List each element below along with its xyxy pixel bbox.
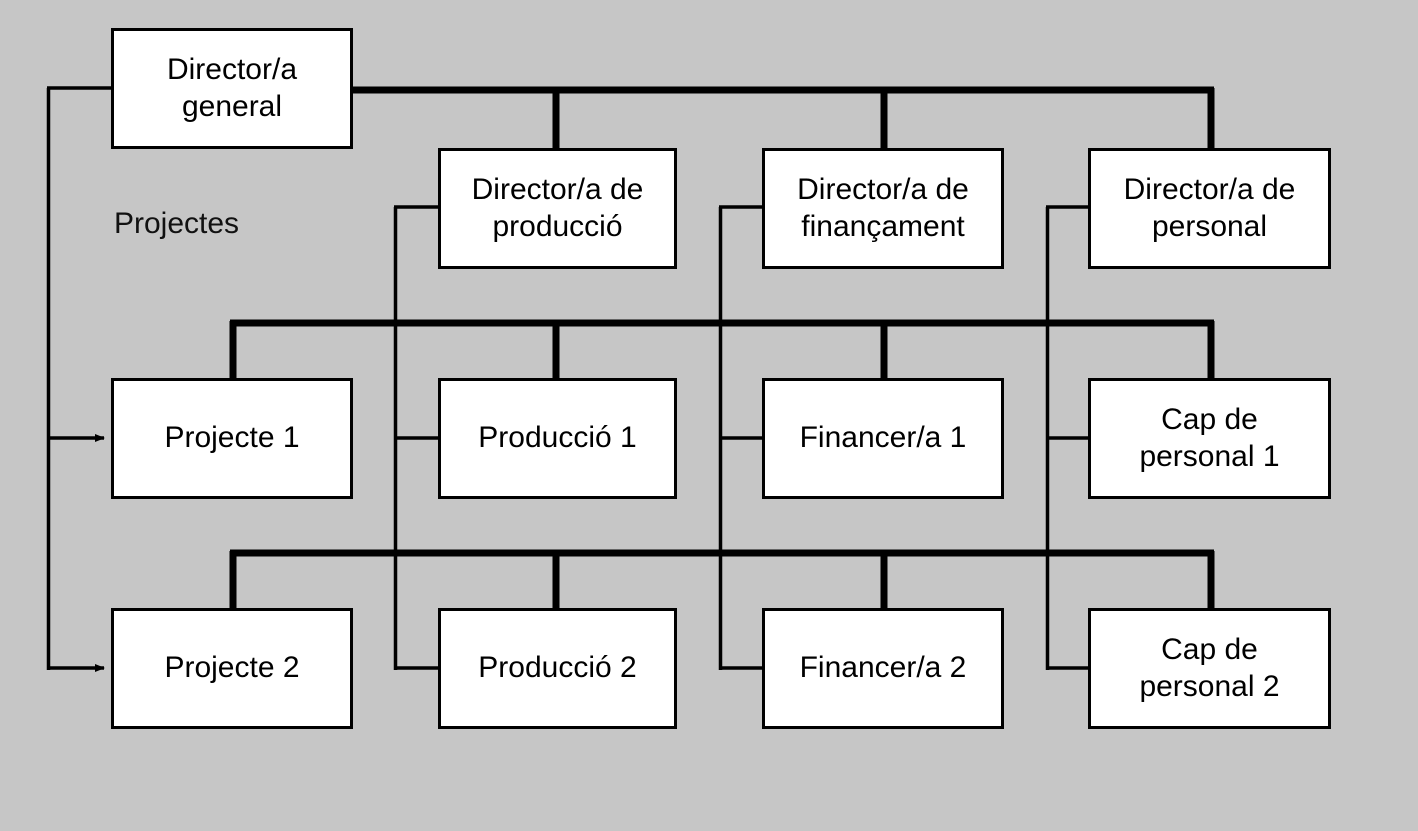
trunk-line-row-directors — [349, 86, 1215, 151]
node-cap-personal-1[interactable]: Cap de personal 1 — [1088, 378, 1331, 499]
node-financer-2[interactable]: Financer/a 2 — [762, 608, 1004, 729]
node-director-produccio[interactable]: Director/a de producció — [438, 148, 677, 269]
spine-produccio — [393, 205, 441, 670]
node-director-personal[interactable]: Director/a de personal — [1088, 148, 1331, 269]
node-director-general[interactable]: Director/a general — [111, 28, 353, 149]
spine-financament — [718, 205, 765, 670]
node-produccio-2[interactable]: Producció 2 — [438, 608, 677, 729]
node-director-financament[interactable]: Director/a de finançament — [762, 148, 1004, 269]
node-financer-1[interactable]: Financer/a 1 — [762, 378, 1004, 499]
spine-personal — [1045, 205, 1091, 670]
spine-projectes — [46, 86, 114, 672]
node-projecte-1[interactable]: Projecte 1 — [111, 378, 353, 499]
node-cap-personal-2[interactable]: Cap de personal 2 — [1088, 608, 1331, 729]
node-produccio-1[interactable]: Producció 1 — [438, 378, 677, 499]
node-projecte-2[interactable]: Projecte 2 — [111, 608, 353, 729]
label-projectes: Projectes — [114, 207, 240, 240]
